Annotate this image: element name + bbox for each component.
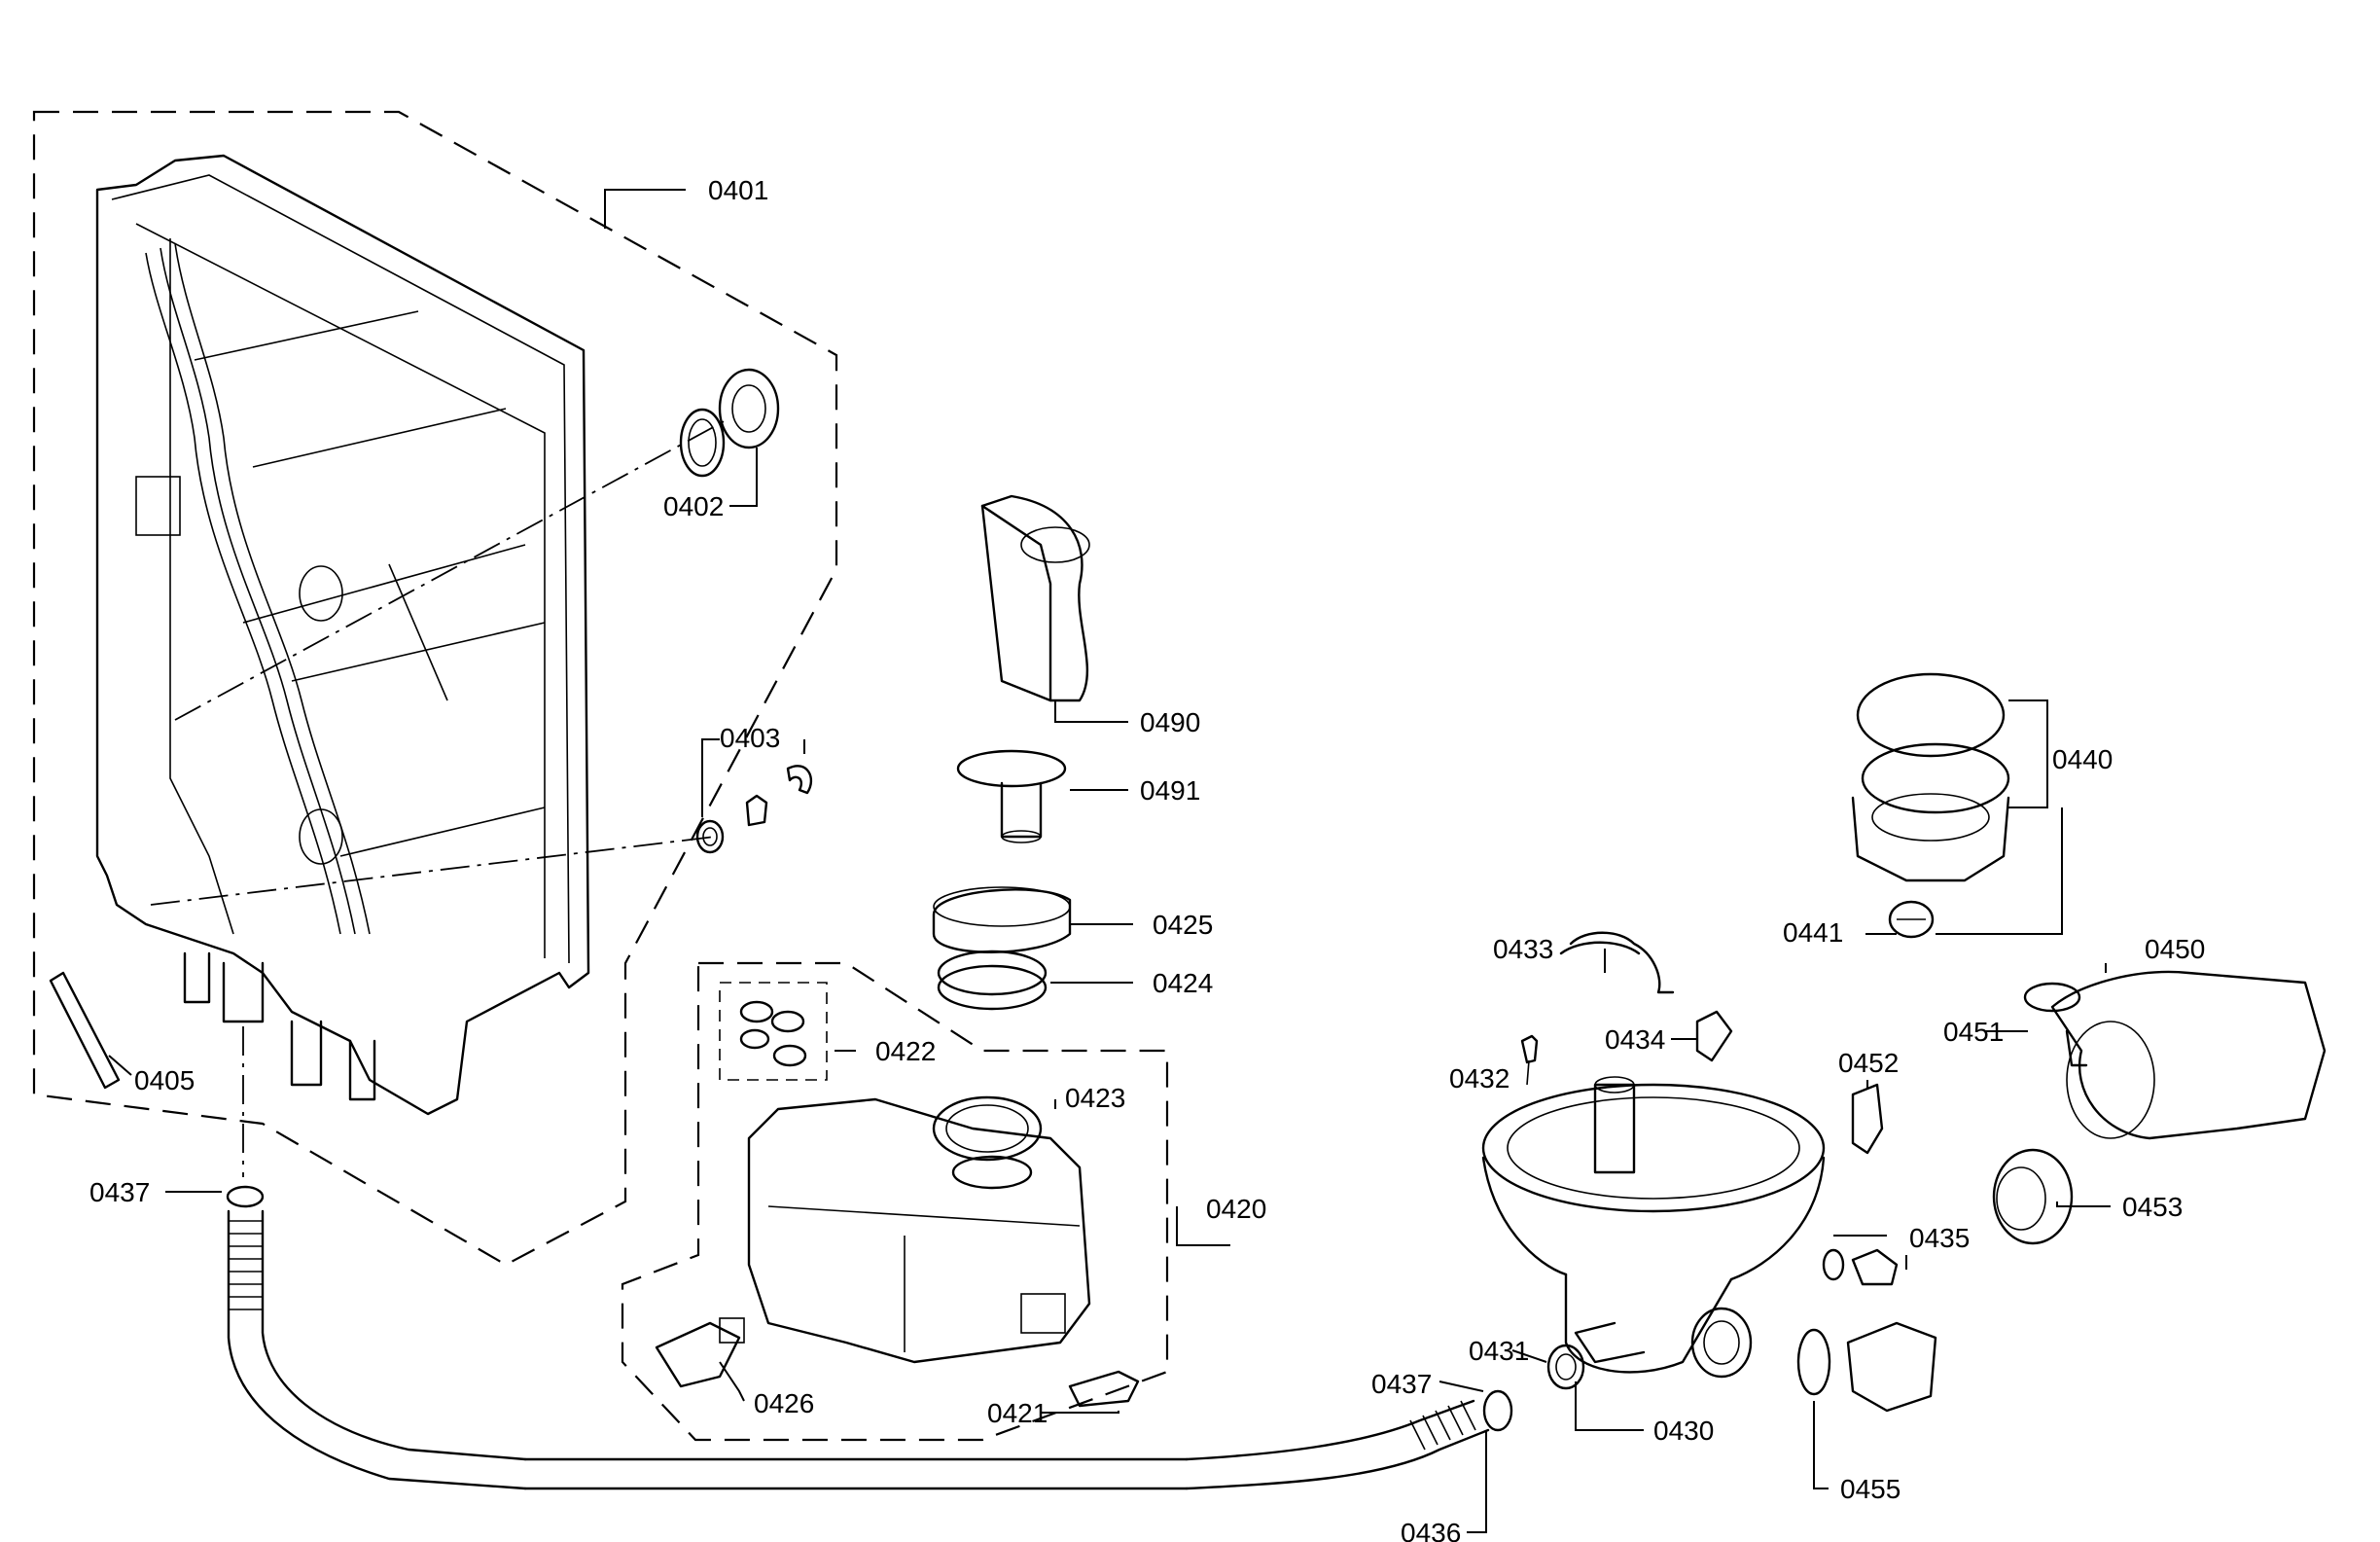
label-0450: 0450 (2145, 934, 2205, 964)
drain-hose (226, 1185, 1513, 1490)
label-0452: 0452 (1838, 1048, 1899, 1078)
label-0422: 0422 (875, 1036, 936, 1066)
door-liner-group (32, 110, 838, 1267)
label-0436: 0436 (1401, 1518, 1461, 1542)
label-0435: 0435 (1909, 1223, 1970, 1253)
label-0437-left: 0437 (89, 1177, 150, 1207)
sump-group (1481, 931, 1826, 1390)
inlet-parts (932, 494, 1090, 1011)
water-softener-group (621, 961, 1169, 1442)
label-0455: 0455 (1840, 1474, 1900, 1504)
pump-heater-group (1796, 672, 2327, 1413)
label-0426: 0426 (754, 1388, 814, 1418)
label-0424: 0424 (1153, 968, 1213, 998)
label-0453: 0453 (2122, 1192, 2183, 1222)
label-0405: 0405 (134, 1065, 195, 1095)
label-0430: 0430 (1653, 1416, 1714, 1446)
label-0440: 0440 (2052, 744, 2113, 774)
label-0421: 0421 (987, 1398, 1048, 1428)
leader-lines (108, 189, 2111, 1533)
label-0402: 0402 (663, 491, 724, 521)
label-0420: 0420 (1206, 1194, 1266, 1224)
label-0441: 0441 (1783, 917, 1843, 948)
label-0423: 0423 (1065, 1083, 1125, 1113)
label-0403: 0403 (720, 723, 780, 753)
label-0434: 0434 (1605, 1024, 1665, 1055)
label-0451: 0451 (1943, 1017, 2004, 1047)
label-0401: 0401 (708, 175, 768, 205)
label-0491: 0491 (1140, 775, 1200, 806)
label-0433: 0433 (1493, 934, 1553, 964)
label-0432: 0432 (1449, 1063, 1510, 1094)
part-labels: 0401 0402 0403 0405 0437 0490 0491 0425 … (89, 175, 2205, 1542)
label-0431: 0431 (1469, 1336, 1529, 1366)
label-0425: 0425 (1153, 910, 1213, 940)
label-0490: 0490 (1140, 707, 1200, 737)
label-0437-right: 0437 (1371, 1369, 1432, 1399)
